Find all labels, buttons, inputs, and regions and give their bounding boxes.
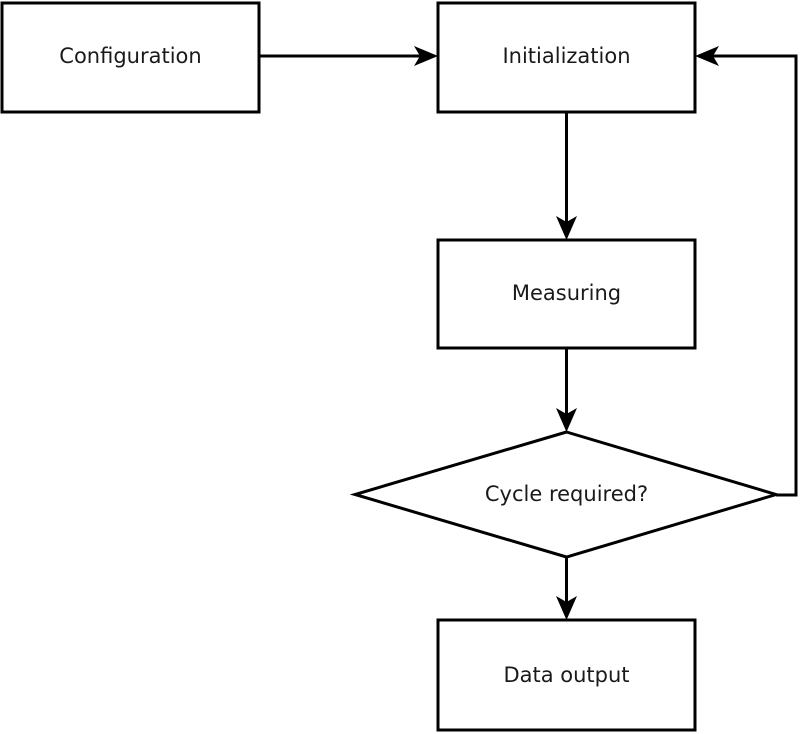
node-initialization-label: Initialization bbox=[502, 44, 630, 68]
edge-decision-to-init-feedback-arrowhead bbox=[695, 46, 719, 66]
node-measuring-label: Measuring bbox=[512, 281, 621, 305]
edge-config-to-init bbox=[259, 46, 438, 66]
node-initialization-shape bbox=[436, 1, 697, 114]
node-configuration-shape bbox=[0, 1, 261, 114]
edge-init-to-measuring bbox=[556, 112, 577, 240]
node-data-output-shape bbox=[436, 618, 697, 732]
node-cycle-required-shape bbox=[349, 430, 782, 559]
node-data-output[interactable]: Data output bbox=[436, 618, 697, 732]
node-cycle-required-label: Cycle required? bbox=[485, 482, 648, 506]
edge-measuring-to-decision bbox=[556, 348, 577, 432]
edge-measuring-to-decision-arrowhead bbox=[556, 408, 577, 432]
node-measuring[interactable]: Measuring bbox=[436, 238, 697, 350]
edge-decision-to-output-arrowhead bbox=[556, 596, 577, 620]
node-measuring-shape bbox=[436, 238, 697, 350]
node-cycle-required[interactable]: Cycle required? bbox=[349, 430, 782, 559]
node-initialization[interactable]: Initialization bbox=[436, 1, 697, 114]
edge-decision-to-init-feedback bbox=[695, 46, 798, 497]
node-data-output-label: Data output bbox=[503, 663, 629, 687]
node-configuration-label: Configuration bbox=[59, 44, 201, 68]
node-configuration[interactable]: Configuration bbox=[0, 1, 261, 114]
edge-config-to-init-arrowhead bbox=[414, 46, 438, 66]
edge-init-to-measuring-arrowhead bbox=[556, 216, 577, 240]
edge-decision-to-init-feedback-line bbox=[713, 54, 798, 497]
edge-decision-to-output bbox=[556, 557, 577, 620]
